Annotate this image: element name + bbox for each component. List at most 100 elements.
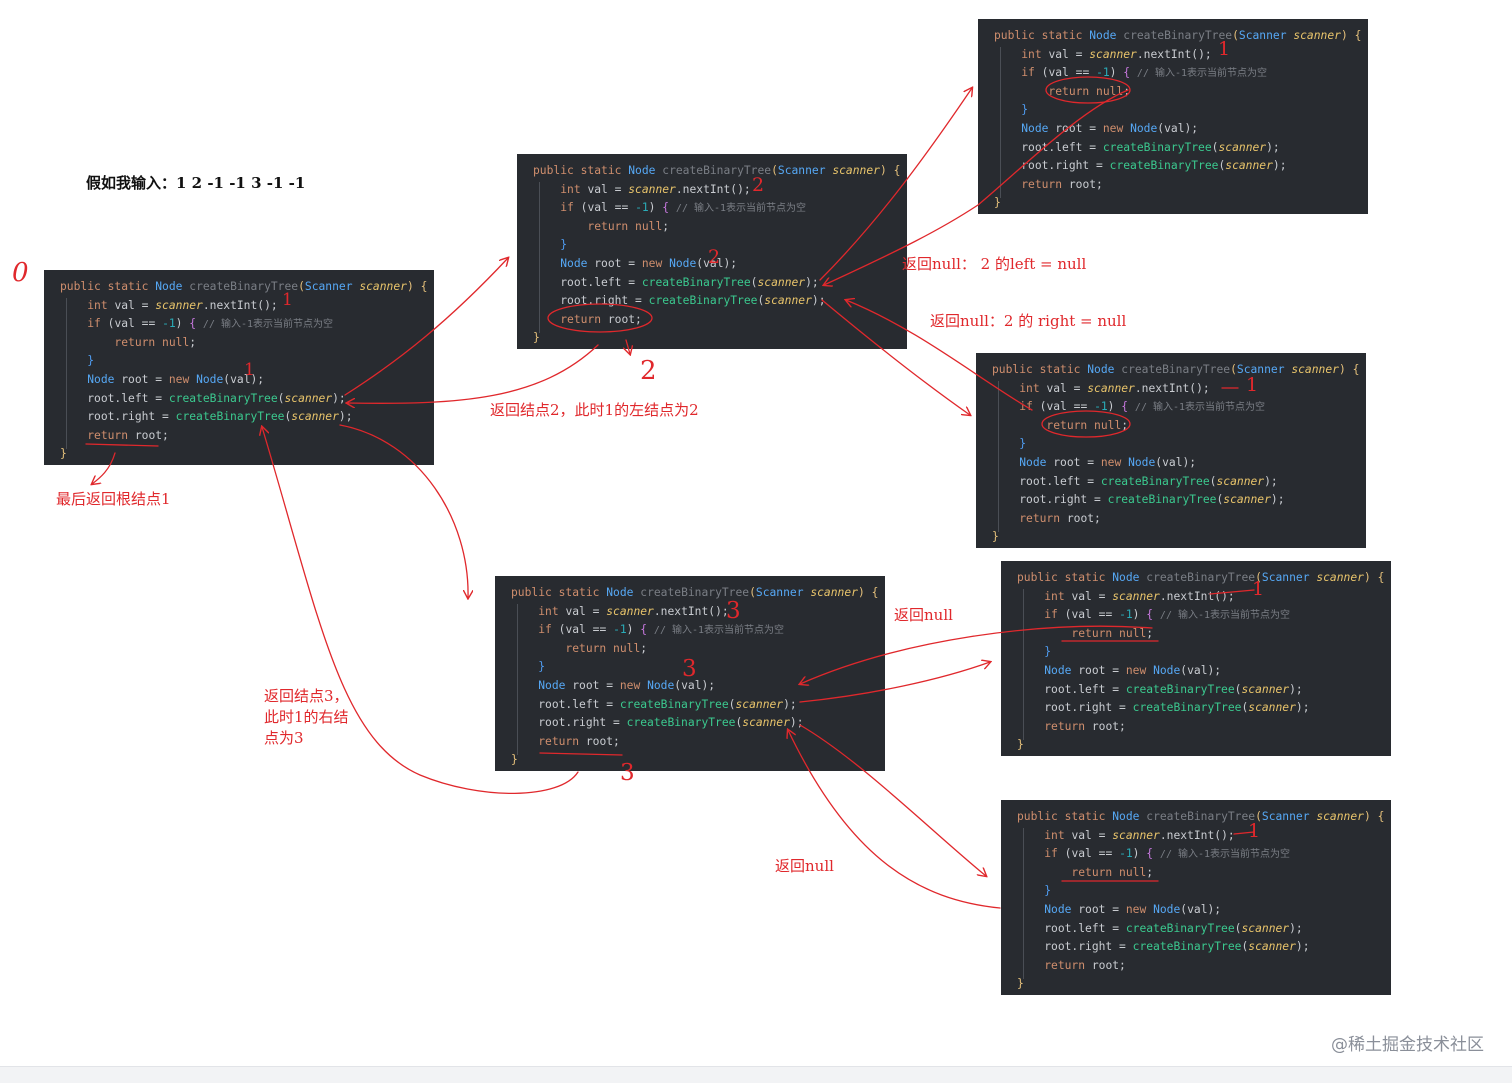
code-block-root: public static Node createBinaryTree(Scan… xyxy=(44,270,434,465)
hand-label-1-null-b: 1 xyxy=(1248,820,1261,842)
code-line-if: if (val == -1) { // 输入-1表示当前节点为空 xyxy=(1044,847,1291,861)
code-line-close-if: } xyxy=(87,354,95,368)
code-line-close-if: } xyxy=(1044,884,1052,898)
arrow-node3-to-root xyxy=(262,427,579,795)
underline-node3-return xyxy=(539,752,623,756)
note-return-null-a: 返回null xyxy=(894,606,953,624)
code-line-signature: public static Node createBinaryTree(Scan… xyxy=(992,363,1360,376)
code-line-left: root.left = createBinaryTree(scanner); xyxy=(1019,474,1278,488)
code-line-right: root.right = createBinaryTree(scanner); xyxy=(1044,701,1310,715)
arrow-null-a-to-node3 xyxy=(800,625,1153,684)
arrow-root-to-node2 xyxy=(344,258,508,396)
code-line-return-null: return null; xyxy=(1071,626,1154,640)
code-line-signature: public static Node createBinaryTree(Scan… xyxy=(1017,571,1385,584)
code-line-signature: public static Node createBinaryTree(Scan… xyxy=(60,280,428,293)
code-line-right: root.right = createBinaryTree(scanner); xyxy=(1019,493,1285,507)
code-line-left: root.left = createBinaryTree(scanner); xyxy=(538,697,797,711)
note-return-node3-line2: 此时1的右结 xyxy=(264,708,349,726)
code-line-new-node: Node root = new Node(val); xyxy=(1019,455,1197,469)
code-line-right: root.right = createBinaryTree(scanner); xyxy=(87,410,353,424)
indent-guide xyxy=(1023,828,1024,979)
code-line-return-root: return root; xyxy=(560,312,642,326)
note-return-null-right: 返回null：2 的 right = null xyxy=(930,312,1127,330)
dash-node3-read xyxy=(1209,589,1255,595)
indent-guide xyxy=(66,298,67,449)
note-return-null-b: 返回null xyxy=(775,857,834,875)
code-line-if: if (val == -1) { // 输入-1表示当前节点为空 xyxy=(87,317,334,331)
code-line-read: int val = scanner.nextInt(); xyxy=(560,182,751,196)
code-block-null-b: public static Node createBinaryTree(Scan… xyxy=(1001,800,1391,995)
circle-null-mid xyxy=(1041,410,1131,438)
code-line-new-node: Node root = new Node(val); xyxy=(1044,663,1222,677)
hand-label-1-node: 1 xyxy=(244,360,255,380)
circle-null-top xyxy=(1045,76,1131,104)
arrow-node2-to-null-right xyxy=(821,299,970,415)
code-line-read: int val = scanner.nextInt(); xyxy=(1021,47,1212,61)
code-line-return-root: return root; xyxy=(87,428,169,442)
code-line-read: int val = scanner.nextInt(); xyxy=(87,298,278,312)
code-line-return-root: return root; xyxy=(1019,511,1101,525)
code-line-close-if: } xyxy=(538,660,546,674)
note-return-node2: 返回结点2，此时1的左结点为2 xyxy=(490,401,699,419)
code-block-node3: public static Node createBinaryTree(Scan… xyxy=(495,576,885,771)
code-line-read: int val = scanner.nextInt(); xyxy=(1044,828,1235,842)
code-line-new-node: Node root = new Node(val); xyxy=(538,678,716,692)
code-line-return-null: return null; xyxy=(1046,418,1129,432)
hand-label-3-return: 3 xyxy=(620,760,635,786)
code-line-signature: public static Node createBinaryTree(Scan… xyxy=(1017,810,1385,823)
code-line-signature: public static Node createBinaryTree(Scan… xyxy=(511,586,879,599)
code-line-return-root: return root; xyxy=(1044,958,1126,972)
code-line-return-null: return null; xyxy=(565,641,648,655)
code-line-close-if: } xyxy=(560,238,568,252)
code-line-close: } xyxy=(511,753,518,767)
arrow-null-b-to-node3 xyxy=(788,730,1001,909)
code-line-close: } xyxy=(1017,977,1024,991)
code-line-left: root.left = createBinaryTree(scanner); xyxy=(1021,140,1280,154)
code-line-new-node: Node root = new Node(val); xyxy=(87,372,265,386)
watermark: @稀土掘金技术社区 xyxy=(1331,1035,1484,1055)
note-return-root: 最后返回根结点1 xyxy=(56,490,171,508)
code-line-close: } xyxy=(60,447,67,461)
code-line-right: root.right = createBinaryTree(scanner); xyxy=(560,294,826,308)
code-line-read: int val = scanner.nextInt(); xyxy=(538,604,729,618)
code-line-if: if (val == -1) { // 输入-1表示当前节点为空 xyxy=(1044,608,1291,622)
code-line-return-root: return root; xyxy=(1044,719,1126,733)
code-line-return-root: return root; xyxy=(538,734,620,748)
code-line-left: root.left = createBinaryTree(scanner); xyxy=(1044,682,1303,696)
code-line-signature: public static Node createBinaryTree(Scan… xyxy=(533,164,901,177)
bottom-bar xyxy=(0,1066,1512,1083)
code-line-new-node: Node root = new Node(val); xyxy=(560,256,738,270)
arrow-null-left-to-node2 xyxy=(824,89,1129,285)
hand-label-0: 0 xyxy=(12,258,29,288)
code-line-signature: public static Node createBinaryTree(Scan… xyxy=(994,29,1362,42)
code-line-right: root.right = createBinaryTree(scanner); xyxy=(1021,159,1287,173)
indent-guide xyxy=(1000,47,1001,198)
code-line-return-null: return null; xyxy=(114,335,197,349)
code-line-close: } xyxy=(533,331,540,345)
hand-label-1-null-a: 1 xyxy=(1252,578,1265,600)
arrow-root-return xyxy=(92,452,116,484)
hand-label-1-null-top: 1 xyxy=(1218,38,1231,60)
hand-label-2-return: 2 xyxy=(640,356,657,386)
code-line-left: root.left = createBinaryTree(scanner); xyxy=(1044,921,1303,935)
underline-root-return xyxy=(85,443,159,447)
hand-label-2-node: 2 xyxy=(708,246,721,268)
arrow-node3-to-null-a xyxy=(799,662,990,703)
arrow-node2-to-null-left xyxy=(819,88,972,281)
code-line-close-if: } xyxy=(1021,103,1029,117)
note-return-null-left: 返回null： 2 的left = null xyxy=(902,255,1087,273)
code-line-close: } xyxy=(992,530,999,544)
hand-label-2-read: 2 xyxy=(752,174,765,196)
code-line-new-node: Node root = new Node(val); xyxy=(1044,902,1222,916)
code-line-return-null: return null; xyxy=(1048,84,1131,98)
arrow-null-right-to-node2 xyxy=(846,300,1033,411)
code-line-read: int val = scanner.nextInt(); xyxy=(1019,381,1210,395)
code-block-null-left: public static Node createBinaryTree(Scan… xyxy=(978,19,1368,214)
code-block-null-right: public static Node createBinaryTree(Scan… xyxy=(976,353,1366,548)
code-line-new-node: Node root = new Node(val); xyxy=(1021,121,1199,135)
indent-guide xyxy=(998,381,999,532)
code-line-return-null: return null; xyxy=(1071,865,1154,879)
hand-label-3-read: 3 xyxy=(726,598,741,624)
hand-label-1-root: 1 xyxy=(282,290,293,310)
